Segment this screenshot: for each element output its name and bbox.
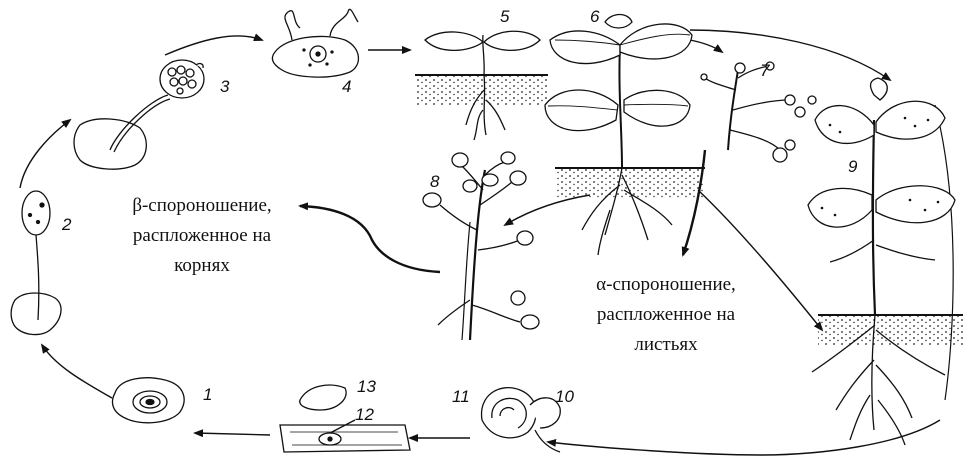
stage-7-sporangia-branch (701, 62, 816, 162)
stage-number-11: 11 (452, 387, 470, 406)
beta-caption-arrow (300, 206, 440, 272)
beta-caption-line-3: корнях (92, 251, 312, 281)
stage-number-12: 12 (355, 405, 374, 424)
arrow-3-to-4 (165, 36, 262, 55)
alpha-caption-arrow (683, 150, 705, 255)
stage-number-4: 4 (342, 77, 351, 96)
alpha-caption-line-2: распложенное на (556, 300, 776, 330)
beta-caption-line-1: β-спороношение, (92, 191, 312, 221)
stage-number-7: 7 (760, 61, 770, 80)
beta-sporulation-caption: β-спороношение, распложенное на корнях (92, 191, 312, 281)
arrow-1-to-2 (42, 345, 112, 398)
arrow-9-side (935, 105, 953, 400)
stage-number-1: 1 (203, 385, 212, 404)
stage-12-13-spore-in-tissue (280, 385, 410, 452)
stage-number-9: 9 (848, 157, 858, 176)
stage-3-zoosporangium (74, 60, 204, 169)
stage-number-3: 3 (220, 77, 230, 96)
alpha-caption-line-3: листьях (556, 330, 776, 360)
stage-8-root-sporangia (423, 152, 539, 340)
stage-9-infected-plant (808, 78, 963, 445)
stage-5-seedling (415, 31, 548, 140)
stage-4-zoospore (272, 9, 358, 77)
stage-number-10: 10 (555, 387, 574, 406)
beta-caption-line-2: распложенное на (92, 221, 312, 251)
stage-number-6: 6 (590, 7, 600, 26)
alpha-caption-line-1: α-спороношение, (556, 270, 776, 300)
arrow-6-to-7 (690, 40, 722, 52)
stage-2-germinating-spore (11, 191, 61, 335)
arrow-12-to-1 (195, 433, 270, 435)
arrow-6-to-8 (505, 195, 590, 225)
alpha-sporulation-caption: α-спороношение, распложенное на листьях (556, 270, 776, 360)
arrow-9-to-10 (548, 420, 940, 455)
stage-number-8: 8 (430, 172, 440, 191)
stage-number-13: 13 (357, 377, 376, 396)
stage-number-5: 5 (500, 7, 510, 26)
stage-6-plant (545, 15, 705, 256)
stage-number-2: 2 (61, 215, 72, 234)
arrow-2-to-3 (20, 120, 70, 188)
arrow-6-to-9 (690, 30, 890, 80)
stage-1-resting-spore (112, 378, 184, 423)
